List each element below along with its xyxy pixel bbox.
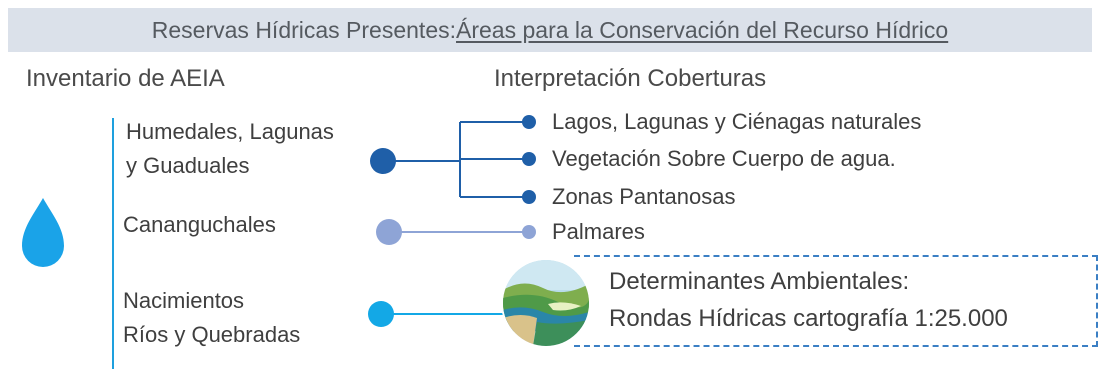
category-cananguchales: Cananguchales <box>123 208 276 242</box>
title-banner: Reservas Hídricas Presentes: Áreas para … <box>8 8 1092 52</box>
humedales-node <box>370 148 396 174</box>
water-drop-icon <box>22 198 64 267</box>
inventory-header: Inventario de AEIA <box>26 65 225 92</box>
banner-link[interactable]: Áreas para la Conservación del Recurso H… <box>456 16 949 43</box>
banner-prefix: Reservas Hídricas Presentes: <box>151 16 457 43</box>
palmares-node <box>522 225 536 239</box>
category-nacimientos: Nacimientos Ríos y Quebradas <box>123 284 300 352</box>
category-cananguchales-line1: Cananguchales <box>123 212 276 237</box>
nacimientos-node <box>368 301 394 327</box>
pantanosas-node <box>522 190 536 204</box>
coverage-pantanosas: Zonas Pantanosas <box>552 184 736 209</box>
cananguchales-node <box>376 219 402 245</box>
category-nacimientos-line1: Nacimientos <box>123 288 245 313</box>
coverage-header: Interpretación Coberturas <box>494 65 767 92</box>
coverage-lagos: Lagos, Lagunas y Ciénagas naturales <box>552 109 922 134</box>
lagos-node <box>522 115 536 129</box>
coverage-palmares: Palmares <box>552 219 645 244</box>
landscape-photo <box>503 260 589 346</box>
category-humedales: Humedales, Lagunas y Guaduales <box>126 115 334 183</box>
coverage-vegetacion: Vegetación Sobre Cuerpo de agua. <box>552 146 896 171</box>
category-nacimientos-line2: Ríos y Quebradas <box>123 322 301 347</box>
category-humedales-line1: Humedales, Lagunas <box>126 119 334 144</box>
determinants-box <box>574 255 1098 347</box>
vegetacion-node <box>522 152 536 166</box>
determinants-title: Determinantes Ambientales: <box>609 268 910 295</box>
category-humedales-line2: y Guaduales <box>126 153 250 178</box>
determinants-detail: Rondas Hídricas cartografía 1:25.000 <box>609 305 1008 332</box>
